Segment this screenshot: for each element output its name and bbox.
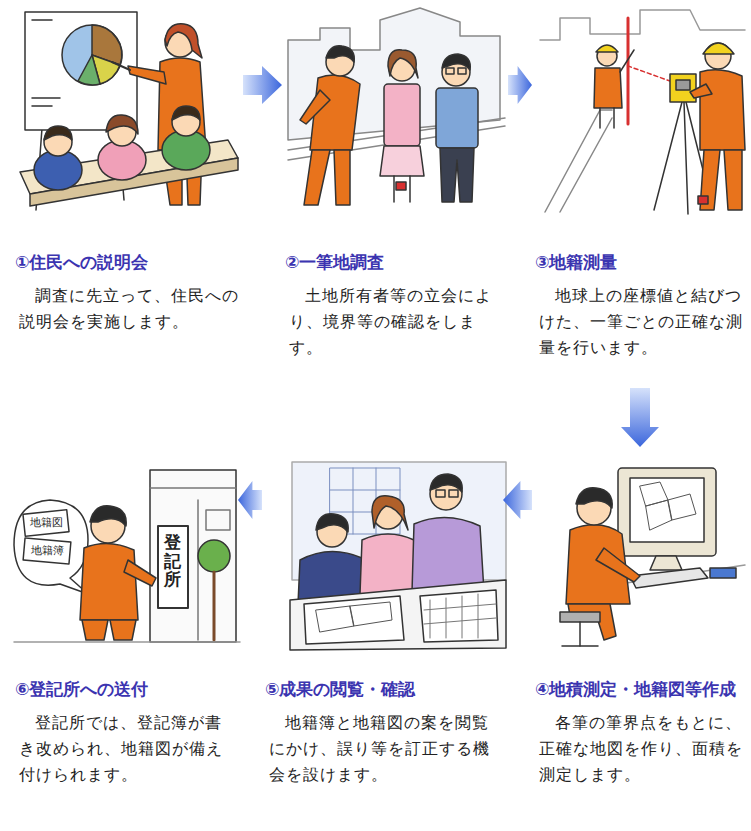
step-heading: ①住民への説明会	[15, 250, 240, 275]
process-step: ④地積測定・地籍図等作成各筆の筆界点をもとに、正確な地図を作り、面積を測定します…	[535, 450, 745, 825]
mapping-illustration	[560, 468, 745, 646]
step-heading: ⑤成果の閲覧・確認	[265, 677, 500, 702]
flow-arrow	[503, 481, 532, 519]
field-check-illustration	[288, 8, 505, 205]
step-body: 各筆の筆界点をもとに、正確な地図を作り、面積を測定します。	[535, 710, 745, 789]
step-heading: ⑥登記所への送付	[15, 677, 235, 702]
bubble-text: 地籍簿	[31, 544, 64, 557]
process-step: ⑤成果の閲覧・確認地籍簿と地籍図の案を閲覧にかけ、誤り等を訂正する機会を設けます…	[265, 450, 500, 825]
review-illustration	[290, 462, 506, 650]
flow-arrow	[621, 388, 659, 447]
bubble-text: 地籍図	[30, 516, 63, 529]
process-step: ①住民への説明会調査に先立って、住民への説明会を実施します。	[15, 5, 240, 385]
process-step: ②一筆地調査土地所有者等の立会により、境界等の確認をします。	[285, 5, 505, 385]
survey-illustration	[540, 10, 745, 214]
flow-arrow	[238, 481, 262, 519]
flow-arrow	[243, 66, 282, 104]
step-heading: ④地積測定・地籍図等作成	[535, 677, 745, 702]
step-body: 調査に先立って、住民への説明会を実施します。	[15, 283, 240, 336]
sign-text: 登記所	[164, 533, 181, 589]
step-body: 登記所では、登記簿が書き改められ、地籍図が備え付けられます。	[15, 710, 235, 789]
step-body: 地球上の座標値と結びつけた、一筆ごとの正確な測量を行います。	[535, 283, 745, 362]
step-heading: ②一筆地調査	[285, 250, 505, 275]
flow-arrow	[508, 66, 532, 104]
registry-illustration	[14, 470, 240, 642]
process-step: ⑥登記所への送付登記所では、登記簿が書き改められ、地籍図が備え付けられます。	[15, 450, 235, 825]
step-heading: ③地籍測量	[535, 250, 745, 275]
process-step: ③地籍測量地球上の座標値と結びつけた、一筆ごとの正確な測量を行います。	[535, 5, 745, 385]
briefing-illustration	[20, 12, 238, 210]
step-body: 土地所有者等の立会により、境界等の確認をします。	[285, 283, 505, 362]
step-body: 地籍簿と地籍図の案を閲覧にかけ、誤り等を訂正する機会を設けます。	[265, 710, 500, 789]
